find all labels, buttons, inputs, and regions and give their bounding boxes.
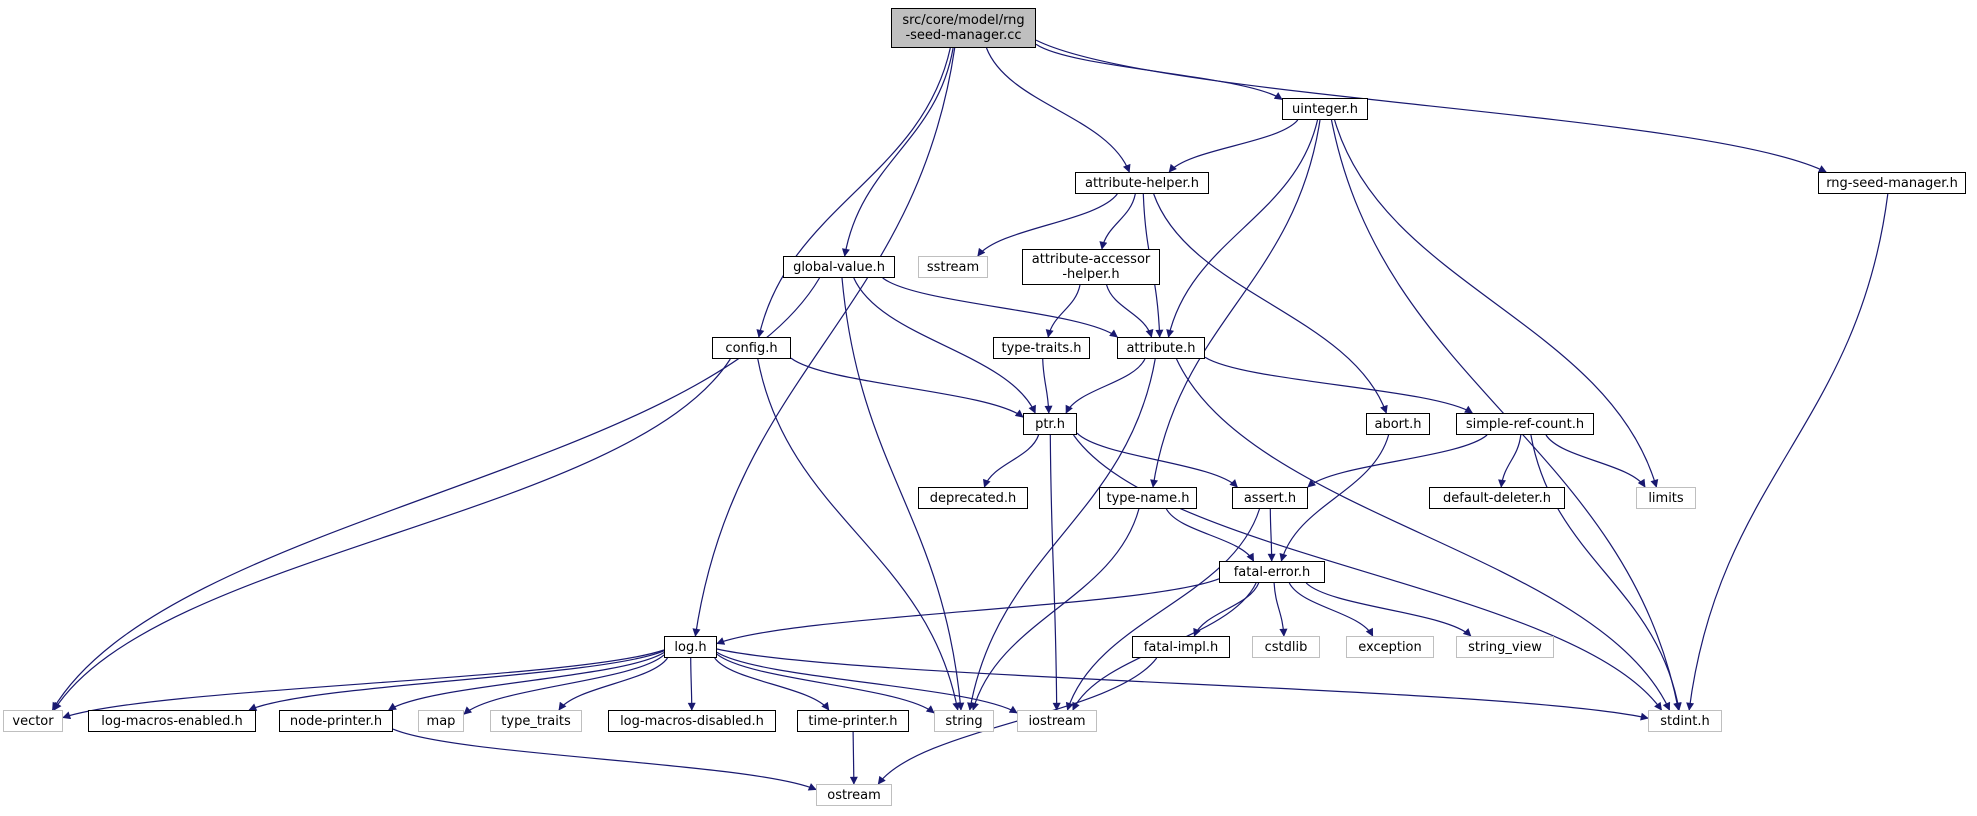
node-iostream: iostream: [1017, 710, 1097, 732]
edge-abort-to-fatal-error: [1279, 434, 1390, 562]
node-exception: exception: [1346, 636, 1434, 658]
edge-rng-h-to-stdint: [1686, 193, 1889, 711]
edge-log-to-stdint: [716, 648, 1649, 721]
edge-config-to-string: [757, 358, 961, 711]
edge-fatal-error-to-exception: [1288, 582, 1374, 637]
edge-type-name-to-string: [971, 508, 1140, 711]
edge-fatal-error-to-cstdlib: [1273, 582, 1288, 637]
edge-type-traits-h-to-ptr: [1042, 358, 1053, 414]
node-attr-accessor[interactable]: attribute-accessor -helper.h: [1022, 249, 1160, 285]
node-uinteger[interactable]: uinteger.h: [1282, 98, 1368, 120]
edge-log-to-type-traits: [558, 657, 668, 711]
edge-simple-ref-to-assert: [1307, 434, 1488, 488]
edge-attribute-to-ptr: [1065, 358, 1146, 414]
node-ostream: ostream: [816, 784, 892, 806]
node-simple-ref[interactable]: simple-ref-count.h: [1456, 413, 1594, 435]
node-rng-cc[interactable]: src/core/model/rng -seed-manager.cc: [891, 8, 1036, 48]
edge-uinteger-to-attribute: [1166, 119, 1319, 338]
node-type-traits: type_traits: [490, 710, 582, 732]
edge-type-name-to-fatal-error: [1165, 508, 1255, 562]
edge-simple-ref-to-limits: [1545, 434, 1646, 488]
node-limits: limits: [1636, 487, 1696, 509]
edge-node-printer-to-ostream: [392, 728, 817, 791]
edge-assert-to-fatal-error: [1267, 508, 1276, 562]
edge-log-to-vector: [62, 649, 665, 720]
edge-time-printer-to-ostream: [849, 731, 858, 785]
edge-attribute-to-simple-ref: [1204, 356, 1473, 414]
edge-fatal-error-to-fatal-impl: [1193, 582, 1260, 637]
node-fatal-error[interactable]: fatal-error.h: [1219, 561, 1325, 583]
edge-attr-helper-to-abort: [1153, 193, 1388, 414]
edge-log-to-log-macros-enabled: [248, 650, 665, 711]
edge-ptr-to-assert: [1076, 432, 1238, 488]
node-cstdlib: cstdlib: [1252, 636, 1320, 658]
node-log-macros-disabled[interactable]: log-macros-disabled.h: [608, 710, 776, 732]
edge-uinteger-to-type-name: [1150, 119, 1321, 488]
edge-log-to-node-printer: [388, 651, 665, 711]
edge-ptr-to-iostream: [1049, 434, 1061, 711]
node-sstream: sstream: [918, 256, 988, 278]
edge-ptr-to-deprecated: [983, 434, 1040, 488]
node-type-traits-h[interactable]: type-traits.h: [993, 337, 1090, 359]
edge-log-to-log-macros-disabled: [687, 657, 696, 711]
edge-attr-accessor-to-attribute: [1106, 284, 1154, 338]
edge-attr-helper-to-sstream: [977, 193, 1118, 257]
edge-assert-to-iostream: [1065, 508, 1261, 711]
node-stdint: stdint.h: [1648, 710, 1722, 732]
edge-log-to-map: [463, 654, 665, 715]
node-map: map: [418, 710, 464, 732]
edge-rng-cc-to-global-value: [842, 47, 954, 257]
edge-config-to-ptr: [790, 357, 1024, 418]
node-global-value[interactable]: global-value.h: [783, 256, 895, 278]
edge-rng-cc-to-attr-helper: [985, 47, 1131, 173]
node-deprecated[interactable]: deprecated.h: [918, 487, 1028, 509]
node-rng-h[interactable]: rng-seed-manager.h: [1818, 172, 1966, 194]
edge-global-value-to-ptr: [853, 277, 1036, 414]
edge-fatal-error-to-log: [716, 578, 1220, 645]
node-string-view: string_view: [1456, 636, 1554, 658]
edge-simple-ref-to-default-deleter: [1498, 434, 1522, 488]
node-attribute[interactable]: attribute.h: [1117, 337, 1205, 359]
edge-log-to-string: [716, 653, 935, 714]
node-abort[interactable]: abort.h: [1366, 413, 1430, 435]
edge-layer: [51, 39, 1889, 791]
edge-uinteger-to-attr-helper: [1168, 119, 1299, 173]
edge-ptr-to-stdint: [1073, 434, 1662, 711]
edge-simple-ref-to-stdint: [1530, 434, 1682, 711]
edge-global-value-to-attribute: [882, 277, 1118, 338]
edge-rng-cc-to-log: [692, 47, 956, 637]
edge-log-to-time-printer: [714, 657, 830, 711]
node-ptr[interactable]: ptr.h: [1023, 413, 1077, 435]
node-type-name[interactable]: type-name.h: [1099, 487, 1197, 509]
edge-attr-accessor-to-type-traits-h: [1045, 284, 1081, 338]
edge-rng-cc-to-config: [756, 47, 951, 338]
node-log-macros-enabled[interactable]: log-macros-enabled.h: [88, 710, 256, 732]
edge-log-to-iostream: [716, 651, 1018, 714]
edge-config-to-vector: [53, 358, 731, 711]
node-log[interactable]: log.h: [664, 636, 717, 658]
edge-global-value-to-string: [841, 277, 965, 711]
node-time-printer[interactable]: time-printer.h: [797, 710, 909, 732]
edge-attribute-to-stdint: [1175, 358, 1671, 711]
node-config[interactable]: config.h: [712, 337, 791, 359]
node-node-printer[interactable]: node-printer.h: [279, 710, 393, 732]
node-string: string: [934, 710, 994, 732]
node-default-deleter[interactable]: default-deleter.h: [1429, 487, 1565, 509]
edge-attr-helper-to-attr-accessor: [1099, 193, 1136, 250]
edge-rng-cc-to-rng-h: [1035, 39, 1827, 173]
edge-uinteger-to-limits: [1334, 119, 1659, 488]
node-assert[interactable]: assert.h: [1232, 487, 1308, 509]
node-attr-helper[interactable]: attribute-helper.h: [1075, 172, 1209, 194]
node-vector: vector: [3, 710, 63, 732]
node-fatal-impl[interactable]: fatal-impl.h: [1132, 636, 1230, 658]
edge-attribute-to-string: [967, 358, 1156, 711]
edge-fatal-error-to-string-view: [1305, 582, 1472, 637]
